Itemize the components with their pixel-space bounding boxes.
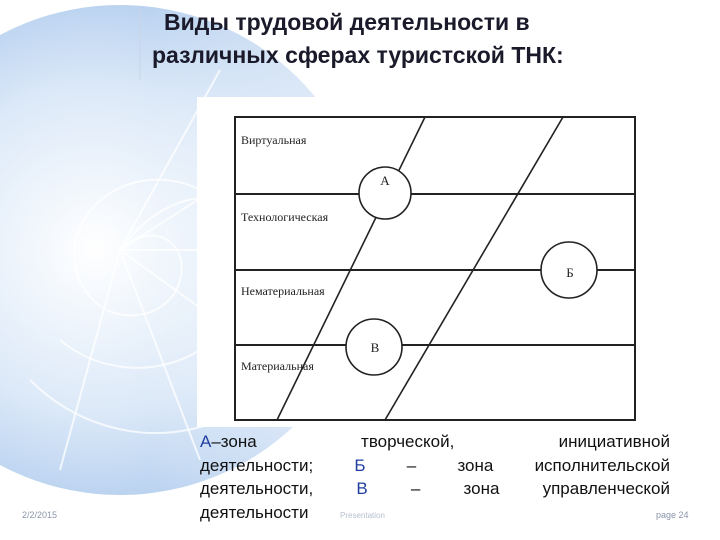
row-label-virtual: Виртуальная <box>241 133 307 147</box>
caption-zone-b: Б <box>354 455 366 475</box>
caption-text: – зона исполнительской <box>365 455 670 475</box>
footer-presentation: Presentation <box>340 511 385 520</box>
zone-circle-v <box>345 318 403 376</box>
zone-circle-b <box>540 241 598 299</box>
title-line-2: различных сферах туристской ТНК: <box>152 42 564 68</box>
zone-circle-a <box>358 166 412 220</box>
title-line-1: Виды трудовой деятельности в <box>164 9 530 35</box>
row-label-intangible: Нематериальная <box>241 284 325 298</box>
row-label-technological: Технологическая <box>241 210 329 224</box>
caption-line-4: деятельности <box>200 502 309 522</box>
caption-line-3: деятельности, В – зона управленческой <box>200 477 670 501</box>
diagonal-line <box>276 116 426 421</box>
zone-label-a: А <box>380 173 390 188</box>
caption-line-2: деятельности; Б – зона исполнительской <box>200 454 670 478</box>
caption-line-1: А–зона творческой, инициативной <box>200 430 670 454</box>
diagram-caption: А–зона творческой, инициативной деятельн… <box>200 430 670 524</box>
slide-title: Виды трудовой деятельности в различных с… <box>130 6 690 72</box>
caption-text: деятельности, <box>200 479 357 498</box>
caption-text: деятельности; <box>200 455 355 475</box>
footer-date: 2/2/2015 <box>22 510 58 520</box>
zone-label-v: В <box>371 340 380 355</box>
diagonal-line <box>384 116 564 421</box>
row-label-material: Материальная <box>241 359 314 373</box>
caption-text: – зона управленческой <box>367 479 670 498</box>
zone-label-b: Б <box>566 265 573 280</box>
caption-zone-v: В <box>356 479 368 498</box>
activity-zones-diagram: Виртуальная Технологическая Нематериальн… <box>197 97 690 427</box>
footer-page-number: page 24 <box>656 510 689 520</box>
caption-zone-a: А <box>200 432 212 451</box>
diagram-frame <box>234 116 636 421</box>
caption-text: –зона творческой, инициативной <box>211 432 670 451</box>
